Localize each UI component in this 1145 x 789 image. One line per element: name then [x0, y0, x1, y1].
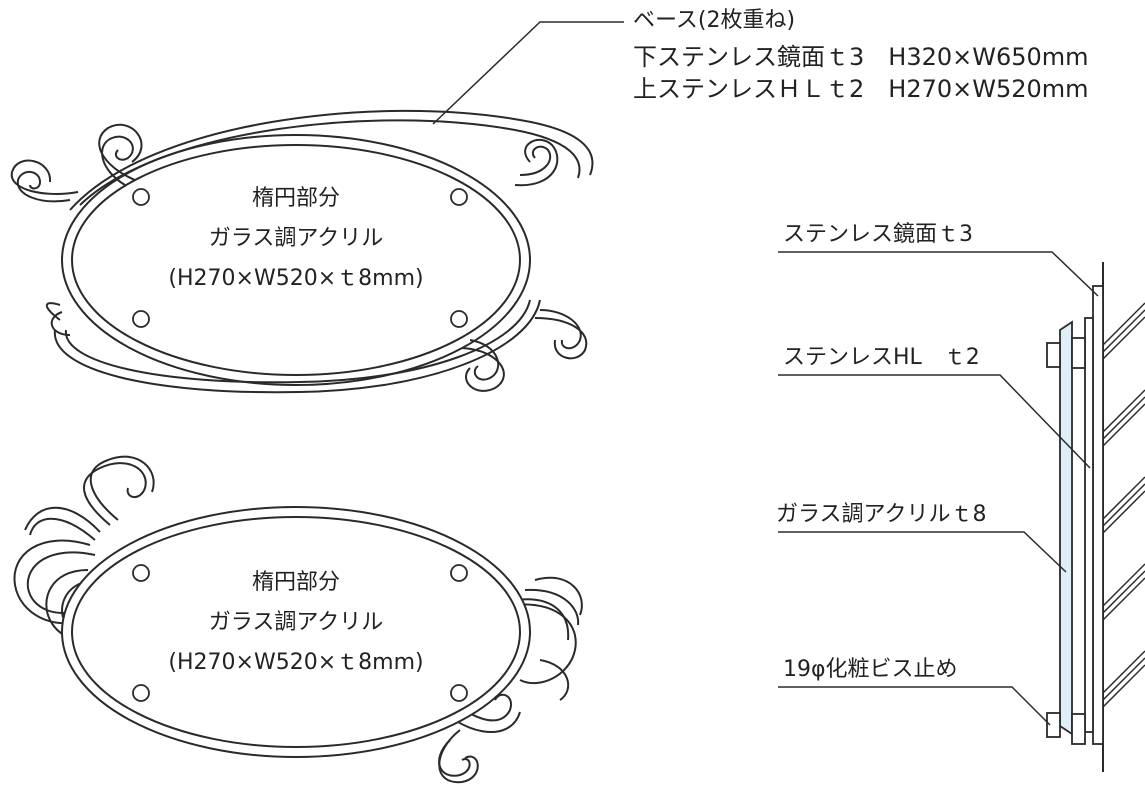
label-screw: 19φ化粧ビス止め	[783, 657, 958, 682]
base-note-title: ベース(2枚重ね)	[633, 8, 796, 33]
base-note-line1: 下ステンレス鏡面ｔ3 H320×W650mm	[633, 43, 1089, 71]
top-swoosh-lower	[53, 299, 541, 394]
top-plate-label-1: 楕円部分	[251, 186, 340, 211]
leader-stainless-mirror	[778, 251, 1099, 297]
screw-head	[1046, 712, 1061, 738]
stainless-mirror-plate	[1092, 285, 1104, 745]
top-curl-right	[519, 145, 552, 176]
screw-hole	[132, 188, 150, 206]
bottom-flourish-left	[13, 539, 91, 625]
screw-hole	[450, 188, 468, 206]
screw-hole	[450, 310, 468, 328]
bottom-plate-label-2: ガラス調アクリル	[208, 610, 384, 635]
standoff	[1071, 337, 1086, 369]
leader-acrylic	[778, 531, 1067, 573]
bottom-ellipse-inner	[71, 516, 521, 748]
top-plate-drawing	[10, 109, 594, 394]
bottom-flourish-right	[509, 603, 577, 685]
screw-hole	[450, 684, 468, 702]
leader-screw	[778, 686, 1051, 726]
screw-head	[1046, 342, 1061, 368]
bottom-plate-drawing	[13, 455, 583, 784]
top-curl-left	[16, 171, 71, 203]
top-plate-label-2: ガラス調アクリル	[208, 226, 384, 251]
label-stainless-mirror: ステンレス鏡面ｔ3	[783, 222, 973, 247]
screw-hole	[132, 684, 150, 702]
top-ellipse-inner	[71, 144, 521, 376]
top-swoosh-upper	[69, 109, 594, 211]
label-acrylic: ガラス調アクリルｔ8	[776, 502, 987, 527]
base-note-line2: 上ステンレスＨＬｔ2 H270×W520mm	[633, 75, 1089, 103]
section-view	[778, 251, 1145, 772]
leader-stainless-hl	[778, 374, 1091, 469]
label-stainless-hl: ステンレスHL ｔ2	[783, 345, 980, 370]
top-plate-label-3: (H270×W520×ｔ8mm)	[168, 266, 424, 291]
bottom-plate-label-1: 楕円部分	[251, 570, 340, 595]
top-ellipse-outer	[61, 134, 531, 386]
screw-hole	[132, 310, 150, 328]
screw-hole	[132, 564, 150, 582]
screw-hole	[450, 564, 468, 582]
base-leader-line	[432, 21, 624, 125]
acrylic-plate	[1059, 320, 1073, 736]
bottom-plate-label-3: (H270×W520×ｔ8mm)	[168, 650, 424, 675]
wall-hatching	[1102, 302, 1145, 708]
standoff	[1071, 713, 1086, 745]
stainless-hl-plate	[1084, 317, 1094, 733]
